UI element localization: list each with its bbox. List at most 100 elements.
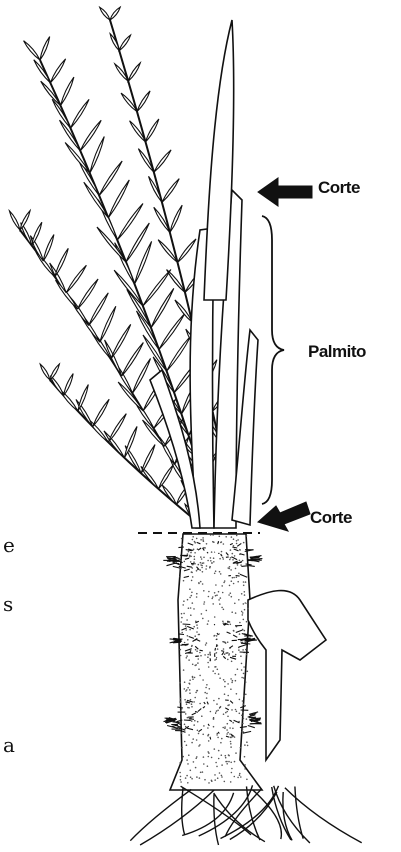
stipple-dot xyxy=(196,776,198,778)
stipple-dot xyxy=(195,649,197,651)
stipple-dot xyxy=(219,571,221,573)
arrow-bottom xyxy=(258,502,310,531)
stipple-dot xyxy=(216,703,218,705)
spine xyxy=(210,658,211,660)
stipple-dot xyxy=(208,752,210,754)
stipple-dot xyxy=(229,585,231,587)
stipple-dot xyxy=(202,539,204,541)
trunk-body xyxy=(170,534,262,790)
stipple-dot xyxy=(213,700,215,702)
stipple-dot xyxy=(225,757,227,759)
edge-fragment-a: a xyxy=(3,733,15,757)
stipple-dot xyxy=(189,679,191,681)
stipple-dot xyxy=(190,561,192,563)
frond-left-leaflet xyxy=(30,236,43,261)
stipple-dot xyxy=(241,593,243,595)
stipple-dot xyxy=(247,608,249,610)
stipple-dot xyxy=(235,674,237,676)
stipple-dot xyxy=(216,594,218,596)
stipple-dot xyxy=(231,772,233,774)
stipple-dot xyxy=(239,773,241,775)
stipple-dot xyxy=(208,591,210,593)
stipple-dot xyxy=(221,776,223,778)
frond-lower-leaflet xyxy=(141,445,155,474)
stipple-dot xyxy=(189,556,191,558)
stipple-dot xyxy=(191,742,193,744)
stipple-dot xyxy=(226,763,228,765)
stipple-dot xyxy=(191,595,193,597)
frond-lower-leaflet xyxy=(50,364,59,380)
spine xyxy=(189,719,194,720)
stipple-dot xyxy=(214,666,216,668)
stipple-dot xyxy=(191,703,193,705)
stipple-dot xyxy=(192,678,194,680)
stipple-dot xyxy=(197,662,199,664)
stipple-dot xyxy=(239,560,241,562)
stipple-dot xyxy=(185,726,187,728)
spine xyxy=(210,566,211,568)
stipple-dot xyxy=(179,762,181,764)
stipple-dot xyxy=(185,777,187,779)
stipple-dot xyxy=(242,723,244,725)
frond-lower-leaflet xyxy=(93,399,109,426)
stipple-dot xyxy=(232,577,234,579)
stipple-dot xyxy=(206,693,208,695)
stipple-dot xyxy=(189,555,191,557)
stipple-dot xyxy=(242,560,244,562)
stipple-dot xyxy=(220,573,222,575)
stipple-dot xyxy=(236,535,238,537)
stipple-dot xyxy=(186,655,188,657)
stipple-dot xyxy=(226,711,228,713)
stipple-dot xyxy=(197,730,199,732)
stipple-dot xyxy=(193,561,195,563)
stipple-dot xyxy=(230,557,232,559)
stipple-dot xyxy=(209,652,211,654)
stipple-dot xyxy=(203,557,205,559)
stipple-dot xyxy=(242,700,244,702)
stipple-dot xyxy=(243,581,245,583)
stipple-dot xyxy=(196,596,198,598)
stipple-dot xyxy=(198,634,200,636)
frond-left-leaflet xyxy=(118,382,143,411)
stipple-dot xyxy=(202,771,204,773)
stipple-dot xyxy=(184,688,186,690)
stipple-dot xyxy=(230,678,232,680)
stipple-dot xyxy=(215,570,217,572)
spine xyxy=(210,737,211,740)
stipple-dot xyxy=(194,556,196,558)
stipple-dot xyxy=(189,629,191,631)
frond-upper-leaflet xyxy=(117,204,143,240)
stipple-dot xyxy=(206,684,208,686)
stipple-dot xyxy=(196,650,198,652)
root xyxy=(285,788,362,843)
stipple-dot xyxy=(218,758,220,760)
stipple-dot xyxy=(221,607,223,609)
stipple-dot xyxy=(201,613,203,615)
stipple-dot xyxy=(218,591,220,593)
stipple-dot xyxy=(223,609,225,611)
stipple-dot xyxy=(185,713,187,715)
stipple-dot xyxy=(198,733,200,735)
stipple-dot xyxy=(242,728,244,730)
stipple-dot xyxy=(229,727,231,729)
frond-left-leaflet xyxy=(66,265,86,293)
stipple-dot xyxy=(202,571,204,573)
stipple-dot xyxy=(219,677,221,679)
frond-top-leaflet xyxy=(178,239,196,263)
stipple-dot xyxy=(181,632,183,634)
stipple-dot xyxy=(236,540,238,542)
stipple-dot xyxy=(231,611,233,613)
stipple-dot xyxy=(221,541,223,543)
frond-upper-leaflet xyxy=(90,137,104,174)
stipple-dot xyxy=(214,673,216,675)
stipple-dot xyxy=(182,604,184,606)
stipple-dot xyxy=(202,618,204,620)
stipple-dot xyxy=(180,649,182,651)
stipple-dot xyxy=(232,553,234,555)
frond-left-leaflet xyxy=(32,222,42,245)
stipple-dot xyxy=(185,625,187,627)
stipple-dot xyxy=(243,542,245,544)
frond-left-leaflet xyxy=(89,293,109,326)
stipple-dot xyxy=(184,642,186,644)
stipple-dot xyxy=(214,774,216,776)
